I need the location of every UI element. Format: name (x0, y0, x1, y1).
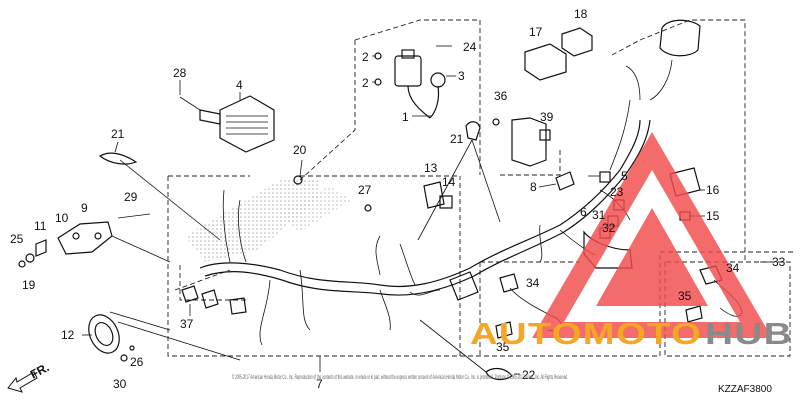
callout-36: 36 (494, 89, 508, 103)
shaded-area (185, 178, 320, 262)
callout-25: 25 (10, 232, 24, 246)
callout-35: 35 (496, 340, 510, 354)
callout-39: 39 (540, 110, 554, 124)
callout-3: 3 (458, 69, 465, 83)
callout-9: 9 (81, 201, 88, 215)
callout-35: 35 (678, 289, 692, 303)
callout-30: 30 (113, 377, 127, 391)
callout-13: 13 (424, 161, 438, 175)
part-bolt-27 (364, 204, 372, 212)
callout-27: 27 (358, 183, 372, 197)
callout-10: 10 (55, 211, 69, 225)
callout-5: 5 (621, 169, 628, 183)
front-arrow: FR. (7, 360, 51, 393)
part-connector-37 (181, 285, 247, 315)
part-clamp-22 (485, 367, 513, 381)
callout-2: 2 (362, 50, 369, 64)
watermark-triangle (532, 132, 772, 338)
part-clamp-21 (465, 121, 481, 141)
triangle-logo-icon (532, 132, 772, 338)
part-sensors-13-14 (423, 181, 453, 209)
callout-14: 14 (442, 175, 456, 189)
callout-24: 24 (463, 40, 477, 54)
arrow-icon (7, 371, 38, 393)
frame-lines (167, 19, 795, 357)
callout-21: 21 (450, 132, 464, 146)
leader-lines (82, 55, 770, 375)
callout-18: 18 (574, 7, 588, 21)
callout-12: 12 (61, 328, 75, 342)
callout-11: 11 (34, 219, 47, 233)
callout-2: 2 (362, 76, 369, 90)
callout-32: 32 (602, 221, 616, 235)
copyright-text: © 2005-2017 American Honda Motor Co., In… (232, 374, 568, 381)
callout-34: 34 (726, 261, 740, 275)
part-band-21 (98, 152, 138, 165)
part-nut-36 (492, 118, 500, 126)
part-relays-17-18 (524, 27, 593, 81)
callout-6: 6 (580, 205, 587, 219)
callout-7: 7 (316, 377, 323, 391)
callout-31: 31 (592, 208, 606, 222)
callout-21: 21 (111, 127, 125, 141)
part-regulator (179, 95, 275, 153)
part-horn (88, 311, 241, 362)
callout-33: 33 (772, 255, 786, 269)
callout-37: 37 (180, 317, 194, 331)
callout-16: 16 (706, 183, 720, 197)
part-ignition-coil (374, 45, 452, 119)
callout-1: 1 (402, 110, 409, 124)
callout-28: 28 (173, 66, 187, 80)
shaded-area (280, 186, 352, 232)
diagram-code: KZZAF3800 (718, 384, 772, 395)
callout-34: 34 (526, 276, 540, 290)
callout-29: 29 (124, 190, 138, 204)
part-bracket-39 (511, 117, 551, 167)
callout-labels: 1 2 2 3 4 5 6 7 8 9 10 11 12 13 14 15 16… (10, 7, 786, 391)
callout-26: 26 (130, 355, 144, 369)
part-clip-20 (293, 175, 303, 185)
part-bracket-9-10 (18, 213, 171, 268)
watermark: AUTOMOTO HUB (470, 316, 793, 351)
callout-4: 4 (236, 78, 243, 92)
callout-15: 15 (706, 209, 720, 223)
callout-8: 8 (530, 180, 537, 194)
watermark-text-orange: AUTOMOTO (470, 316, 702, 351)
callout-17: 17 (529, 25, 543, 39)
callout-19: 19 (22, 278, 36, 292)
part-connector-8 (555, 171, 575, 191)
callout-20: 20 (293, 143, 307, 157)
callout-22: 22 (522, 368, 536, 382)
callout-23: 23 (610, 185, 624, 199)
watermark-text-grey: HUB (705, 316, 793, 351)
